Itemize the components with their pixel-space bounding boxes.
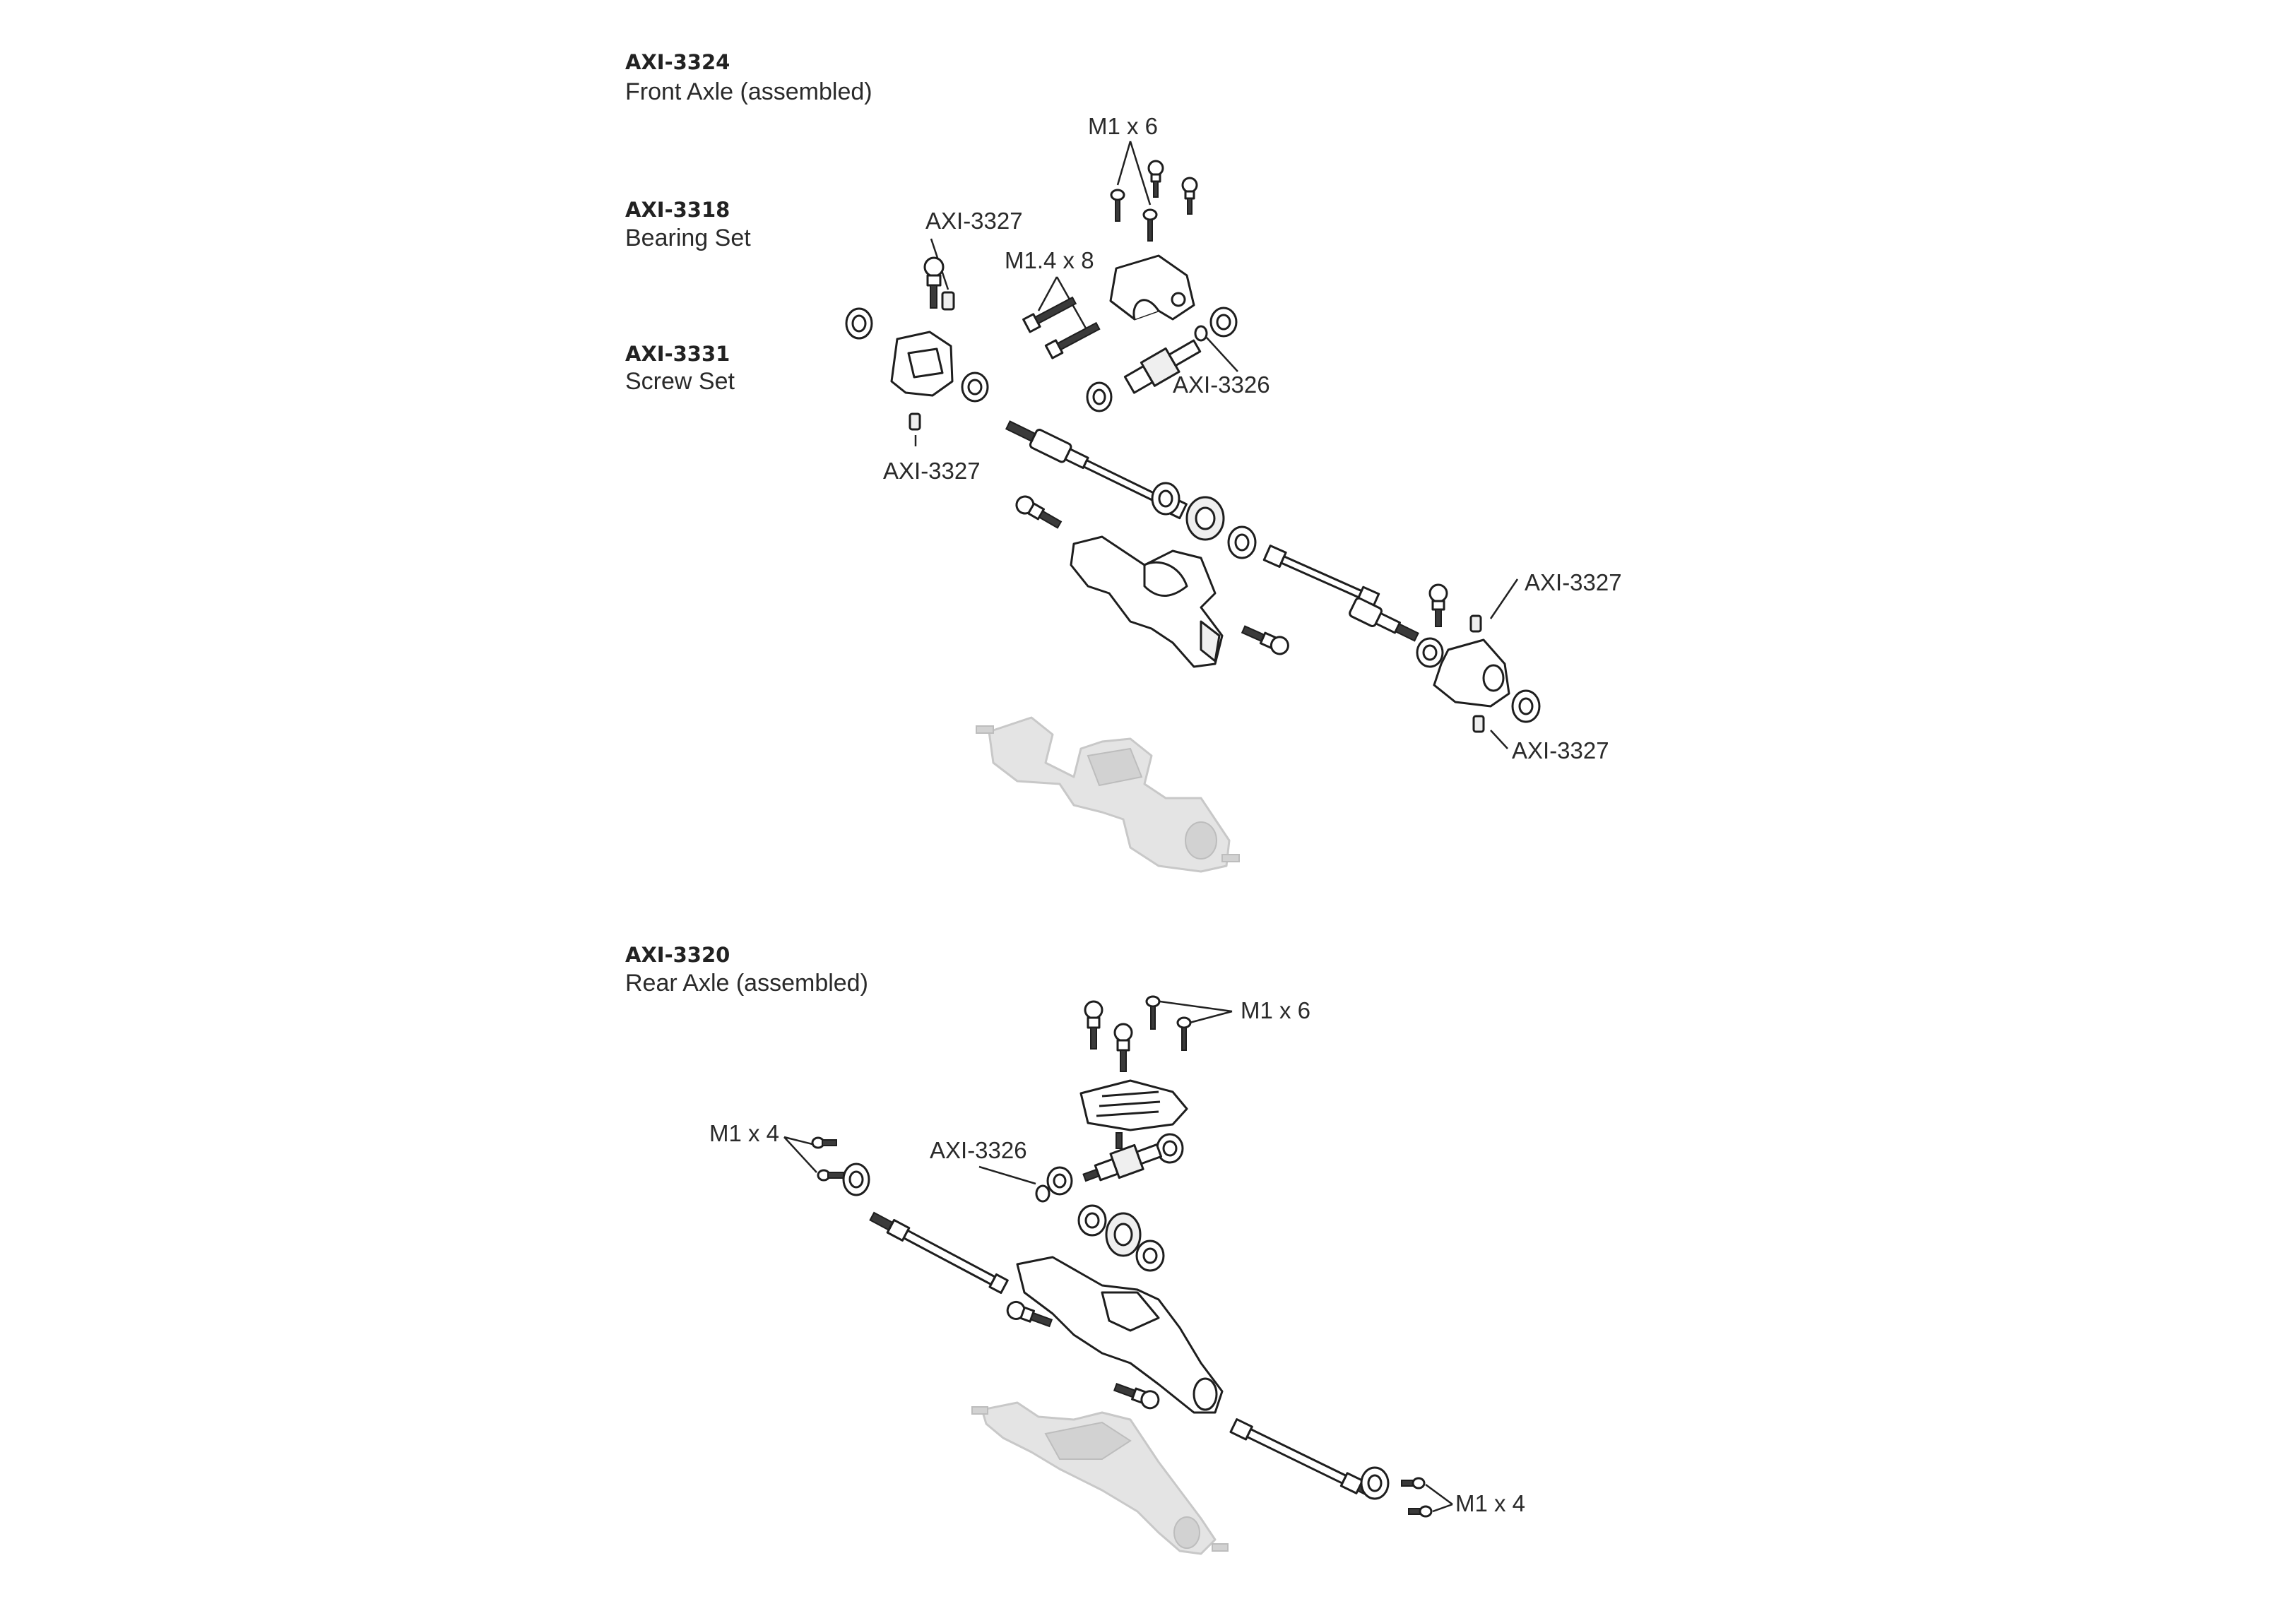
ball-stud-rear-top-a: [1084, 1000, 1103, 1050]
screw-m1x6-rear-b: [1176, 1016, 1192, 1051]
screw-set-code: AXI-3331: [625, 342, 730, 366]
bearing-front-pinion: [1086, 381, 1113, 412]
front-axle-code: AXI-3324: [625, 50, 730, 74]
screw-m1x4-left-a: [811, 1136, 837, 1149]
leader-axi3326-rear: [978, 1165, 1036, 1185]
front-axle-assembled-preview: [976, 716, 1240, 873]
bearing-front-right-inner: [1416, 637, 1444, 668]
stub-axle-front-right: [1349, 597, 1419, 642]
leader-axi3327-right-lower: [1490, 730, 1508, 749]
set-screw-axi3327-lower-right: [1472, 715, 1485, 733]
rear-axle-assembled-preview: [971, 1401, 1229, 1555]
bearing-rear-left-a: [1046, 1166, 1073, 1196]
pinion-gear-front: [1123, 339, 1202, 394]
ball-stud-rear-housing-left: [1006, 1300, 1053, 1328]
screw-m1x4-left-b: [817, 1169, 844, 1182]
leader-m1x4-left: [783, 1136, 817, 1173]
diff-cover-front: [1109, 254, 1195, 321]
callout-axi3327-right-lower: AXI-3327: [1512, 737, 1609, 763]
callout-m1x4-left: M1 x 4: [709, 1120, 779, 1146]
screw-m1x6-rear-a: [1145, 995, 1161, 1030]
ball-stud-rear-housing-lower: [1113, 1383, 1160, 1410]
ball-stud-rear-top-b: [1113, 1023, 1133, 1072]
leader-axi3327-right-upper: [1489, 578, 1519, 619]
axle-shaft-rear-right: [1229, 1418, 1379, 1500]
ball-stud-front-housing-left: [1015, 495, 1063, 529]
ball-stud-front-housing-right: [1241, 625, 1289, 655]
callout-axi3327-lower-left: AXI-3327: [883, 458, 981, 484]
rear-axle-code: AXI-3320: [625, 943, 730, 967]
front-axle-heading: AXI-3324 Front Axle (assembled): [625, 50, 872, 105]
screw-set-heading: AXI-3331 Screw Set: [625, 342, 735, 395]
rear-axle-heading: AXI-3320 Rear Axle (assembled): [625, 943, 868, 997]
leader-m1x4-right: [1425, 1483, 1453, 1513]
ring-gear-front: [1185, 496, 1225, 541]
callout-m1x6-rear: M1 x 6: [1241, 997, 1310, 1023]
bearing-front-center-right: [1227, 525, 1257, 559]
rear-axle-exploded-view: M1 x 6 AXI-3326: [709, 995, 1525, 1518]
screw-m1x4-right-b: [1408, 1505, 1433, 1518]
callout-m14x8: M1.4 x 8: [1005, 247, 1094, 273]
bearing-set-code: AXI-3318: [625, 198, 730, 222]
callout-m1x4-right: M1 x 4: [1455, 1490, 1525, 1516]
axle-shaft-rear-left: [869, 1211, 1009, 1295]
leader-m1x6-rear: [1159, 1000, 1233, 1024]
callout-axi3326-rear: AXI-3326: [930, 1137, 1027, 1163]
bearing-front-left-inner: [961, 371, 989, 403]
bearing-set-heading: AXI-3318 Bearing Set: [625, 198, 751, 251]
steering-knuckle-front-left: [890, 331, 954, 397]
bearing-rear-far-right: [1360, 1466, 1390, 1500]
set-screw-axi3327-upper-right: [1469, 614, 1482, 633]
diff-cover-rear: [1079, 1079, 1188, 1131]
callout-axi3326-front: AXI-3326: [1173, 371, 1270, 398]
set-screw-axi3327-lower-left: [909, 412, 921, 431]
ring-gear-rear: [1105, 1212, 1142, 1257]
shim-front: [1194, 325, 1208, 342]
shim-rear: [1035, 1184, 1051, 1203]
rear-axle-description: Rear Axle (assembled): [625, 970, 868, 997]
callout-m1x6-front: M1 x 6: [1088, 113, 1158, 139]
front-axle-exploded-view: M1 x 6 AXI-3327: [845, 113, 1622, 763]
screw-rear-under-cover: [1116, 1132, 1123, 1149]
bearing-rear-ring-left: [1077, 1204, 1107, 1237]
bearing-set-description: Bearing Set: [625, 225, 751, 251]
bearing-rear-top-right: [1156, 1133, 1184, 1164]
bearing-front-far-right: [1511, 689, 1541, 723]
callout-axi3327-upper: AXI-3327: [925, 208, 1023, 234]
bearing-rear-far-left: [842, 1163, 870, 1196]
leader-m1x6-front: [1116, 141, 1152, 206]
screw-m1x6-b: [1142, 208, 1158, 242]
axle-housing-front: [1070, 535, 1224, 668]
ball-stud-front-top-b: [1181, 177, 1198, 215]
pinion-gear-rear: [1082, 1143, 1163, 1182]
screw-m14x8-a: [1022, 296, 1077, 333]
set-screw-axi3327-upper: [941, 291, 955, 311]
screw-m14x8-b: [1044, 321, 1101, 359]
screw-set-description: Screw Set: [625, 368, 735, 395]
callout-axi3327-right-upper: AXI-3327: [1525, 569, 1622, 595]
screw-m1x4-right-a: [1401, 1477, 1426, 1490]
bearing-rear-ring-right: [1135, 1239, 1165, 1272]
screw-m1x6-a: [1110, 189, 1125, 222]
steering-knuckle-front-right: [1433, 638, 1510, 708]
bearing-front-center-left: [1151, 482, 1180, 516]
leader-axi3326-front: [1206, 337, 1238, 372]
bearing-front-far-left: [845, 307, 873, 340]
front-axle-description: Front Axle (assembled): [625, 78, 872, 105]
ball-stud-front-top-a: [1147, 160, 1164, 198]
ball-stud-front-right: [1428, 583, 1448, 627]
bearing-front-top-right: [1209, 307, 1238, 338]
axle-housing-rear: [1016, 1256, 1224, 1414]
ball-stud-front-left: [923, 256, 945, 309]
